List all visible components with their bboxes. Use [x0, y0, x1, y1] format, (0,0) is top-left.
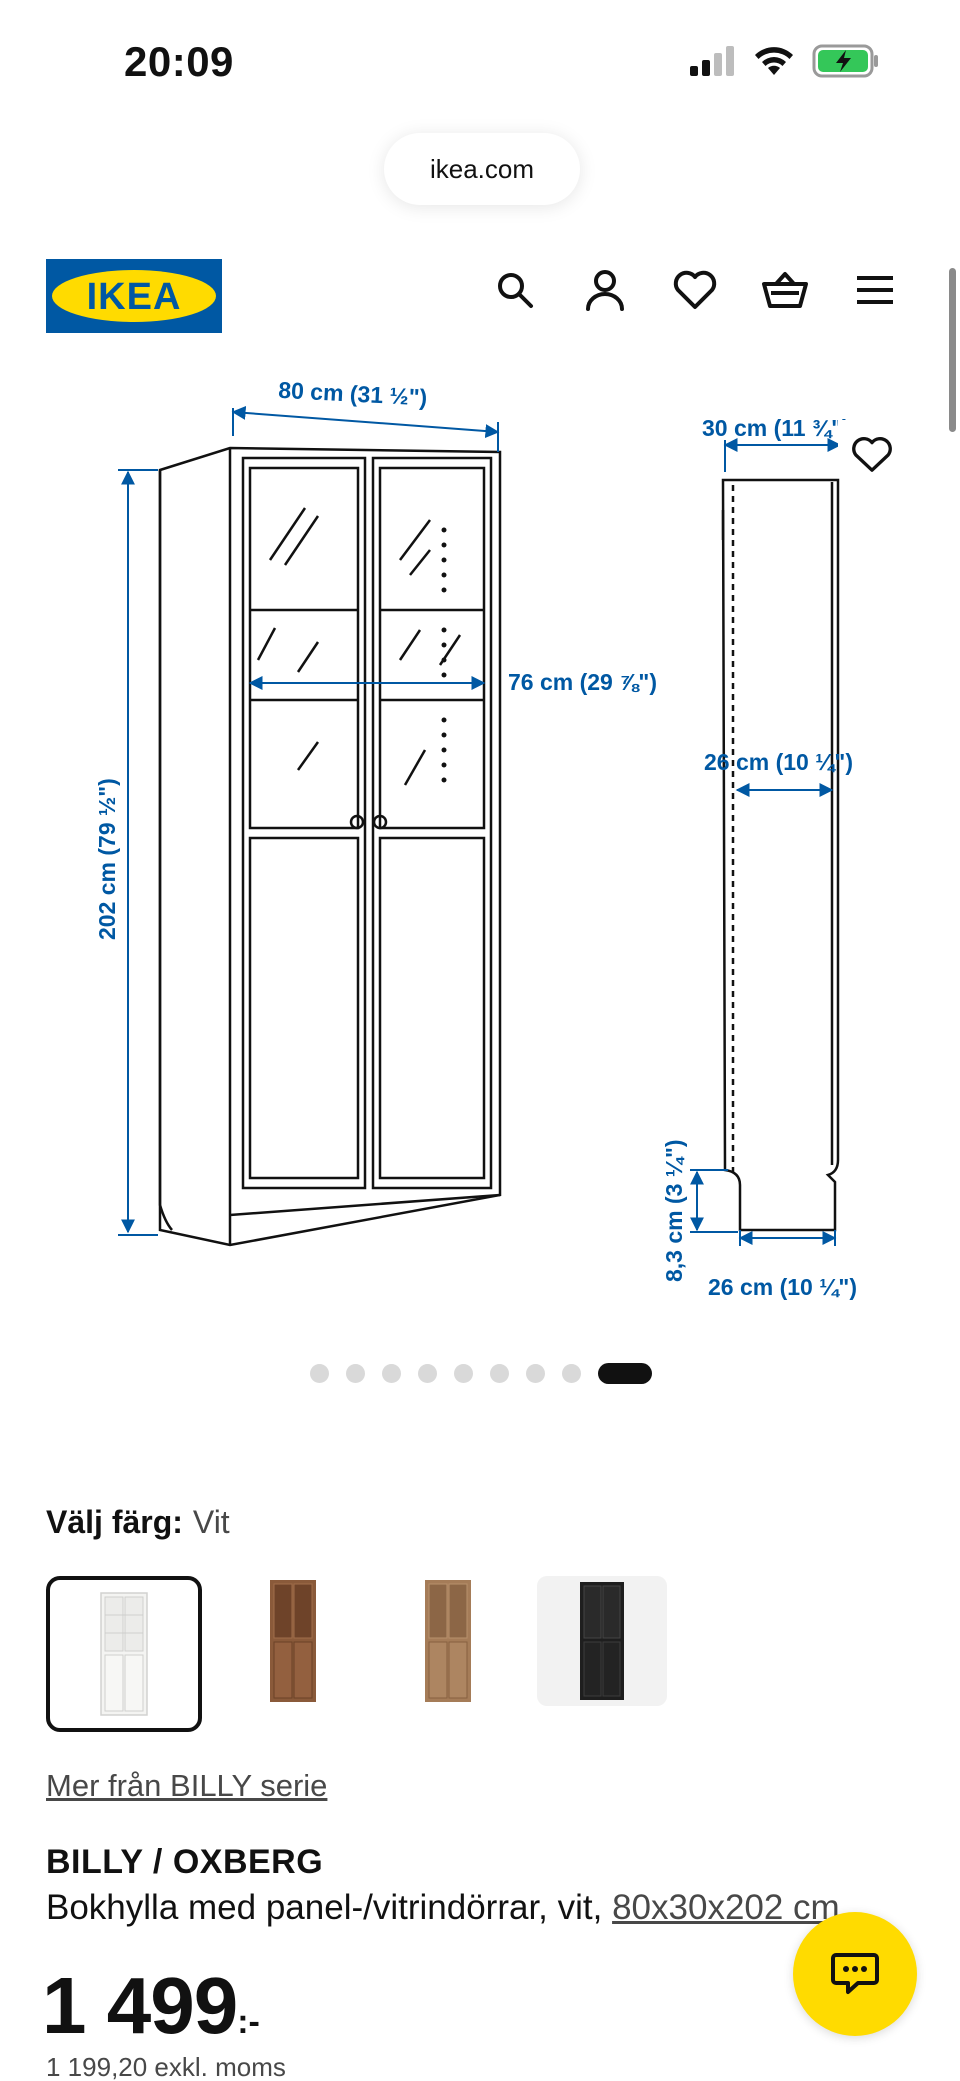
- chat-button[interactable]: [793, 1912, 917, 2036]
- color-swatches: [46, 1576, 667, 1732]
- dimension-labels: 80 cm (31 ½") 76 cm (29 ⅞") 202 cm (79 ½…: [94, 377, 857, 1300]
- carousel-dot[interactable]: [454, 1363, 473, 1383]
- image-carousel-dots: [310, 1362, 652, 1384]
- product-description: Bokhylla med panel-/vitrindörrar, vit, 8…: [46, 1888, 840, 1928]
- url-text: ikea.com: [429, 153, 535, 184]
- menu-button[interactable]: [850, 265, 900, 315]
- signal-icon: [690, 46, 734, 76]
- header-nav: [490, 265, 900, 315]
- search-button[interactable]: [490, 265, 540, 315]
- carousel-dot[interactable]: [490, 1363, 509, 1383]
- label-base-height: 8,3 cm (3 ¼"): [661, 1139, 687, 1282]
- carousel-dot[interactable]: [346, 1363, 365, 1383]
- price-main: 1 499: [42, 1961, 238, 2050]
- site-header: IKEA: [0, 255, 960, 337]
- product-name: BILLY / OXBERG: [46, 1843, 324, 1881]
- label-width: 80 cm (31 ½"): [278, 377, 428, 411]
- swatch-brown-walnut[interactable]: [227, 1576, 357, 1706]
- product-price: 1 499:-: [42, 1960, 260, 2052]
- side-view-drawing: [721, 478, 840, 1232]
- dimension-lines: [118, 405, 842, 1246]
- carousel-dot[interactable]: [526, 1363, 545, 1383]
- basket-icon: [762, 272, 808, 308]
- account-icon: [586, 270, 624, 311]
- chat-icon: [831, 1953, 879, 1994]
- status-icons: [688, 44, 880, 78]
- carousel-dot-active[interactable]: [598, 1362, 652, 1384]
- bookcase-thumbnail-white: [100, 1592, 148, 1716]
- product-dimensions-link[interactable]: 80x30x202 cm: [612, 1888, 840, 1927]
- front-view-drawing: [158, 446, 502, 1247]
- ikea-logo[interactable]: IKEA: [46, 259, 222, 333]
- price-suffix: :-: [237, 2003, 260, 2041]
- color-label: Välj färg:: [46, 1504, 183, 1540]
- search-icon: [498, 273, 533, 308]
- scrollbar[interactable]: [949, 268, 956, 432]
- carousel-dot[interactable]: [562, 1363, 581, 1383]
- color-selector-label: Välj färg:Vit: [46, 1504, 230, 1541]
- basket-button[interactable]: [760, 265, 810, 315]
- heart-icon: [852, 437, 892, 472]
- carousel-dot[interactable]: [382, 1363, 401, 1383]
- battery-icon: [812, 44, 878, 78]
- label-depth: 30 cm (11 ¾"): [702, 415, 850, 441]
- account-button[interactable]: [580, 265, 630, 315]
- carousel-dot[interactable]: [310, 1363, 329, 1383]
- add-to-favourites-button[interactable]: [845, 428, 899, 482]
- status-time: 20:09: [124, 38, 234, 85]
- swatch-white[interactable]: [46, 1576, 202, 1732]
- swatch-oak[interactable]: [382, 1576, 512, 1706]
- carousel-dot[interactable]: [418, 1363, 437, 1383]
- favourites-button[interactable]: [670, 265, 720, 315]
- price-excl-vat: 1 199,20 exkl. moms: [46, 2052, 286, 2081]
- wifi-icon: [755, 47, 793, 75]
- svg-text:IKEA: IKEA: [87, 276, 182, 318]
- bookcase-thumbnail-brown: [270, 1580, 316, 1702]
- url-bar[interactable]: ikea.com: [384, 133, 580, 205]
- product-dimension-image[interactable]: 80 cm (31 ½") 76 cm (29 ⅞") 202 cm (79 ½…: [0, 360, 960, 1320]
- bookcase-thumbnail-oak: [425, 1580, 471, 1702]
- label-height: 202 cm (79 ½"): [94, 778, 120, 940]
- bookcase-thumbnail-black: [580, 1582, 624, 1700]
- swatch-black[interactable]: [537, 1576, 667, 1706]
- menu-icon: [857, 276, 893, 304]
- status-bar: 20:09: [0, 0, 960, 130]
- shelf-holes: [441, 527, 447, 783]
- product-description-text: Bokhylla med panel-/vitrindörrar, vit,: [46, 1888, 613, 1927]
- series-link[interactable]: Mer från BILLY serie: [46, 1768, 328, 1803]
- heart-icon: [673, 270, 717, 309]
- label-inner-width: 76 cm (29 ⅞"): [508, 669, 657, 695]
- label-inner-depth: 26 cm (10 ¼"): [704, 749, 853, 775]
- color-value: Vit: [192, 1504, 230, 1540]
- label-base-depth: 26 cm (10 ¼"): [708, 1274, 857, 1300]
